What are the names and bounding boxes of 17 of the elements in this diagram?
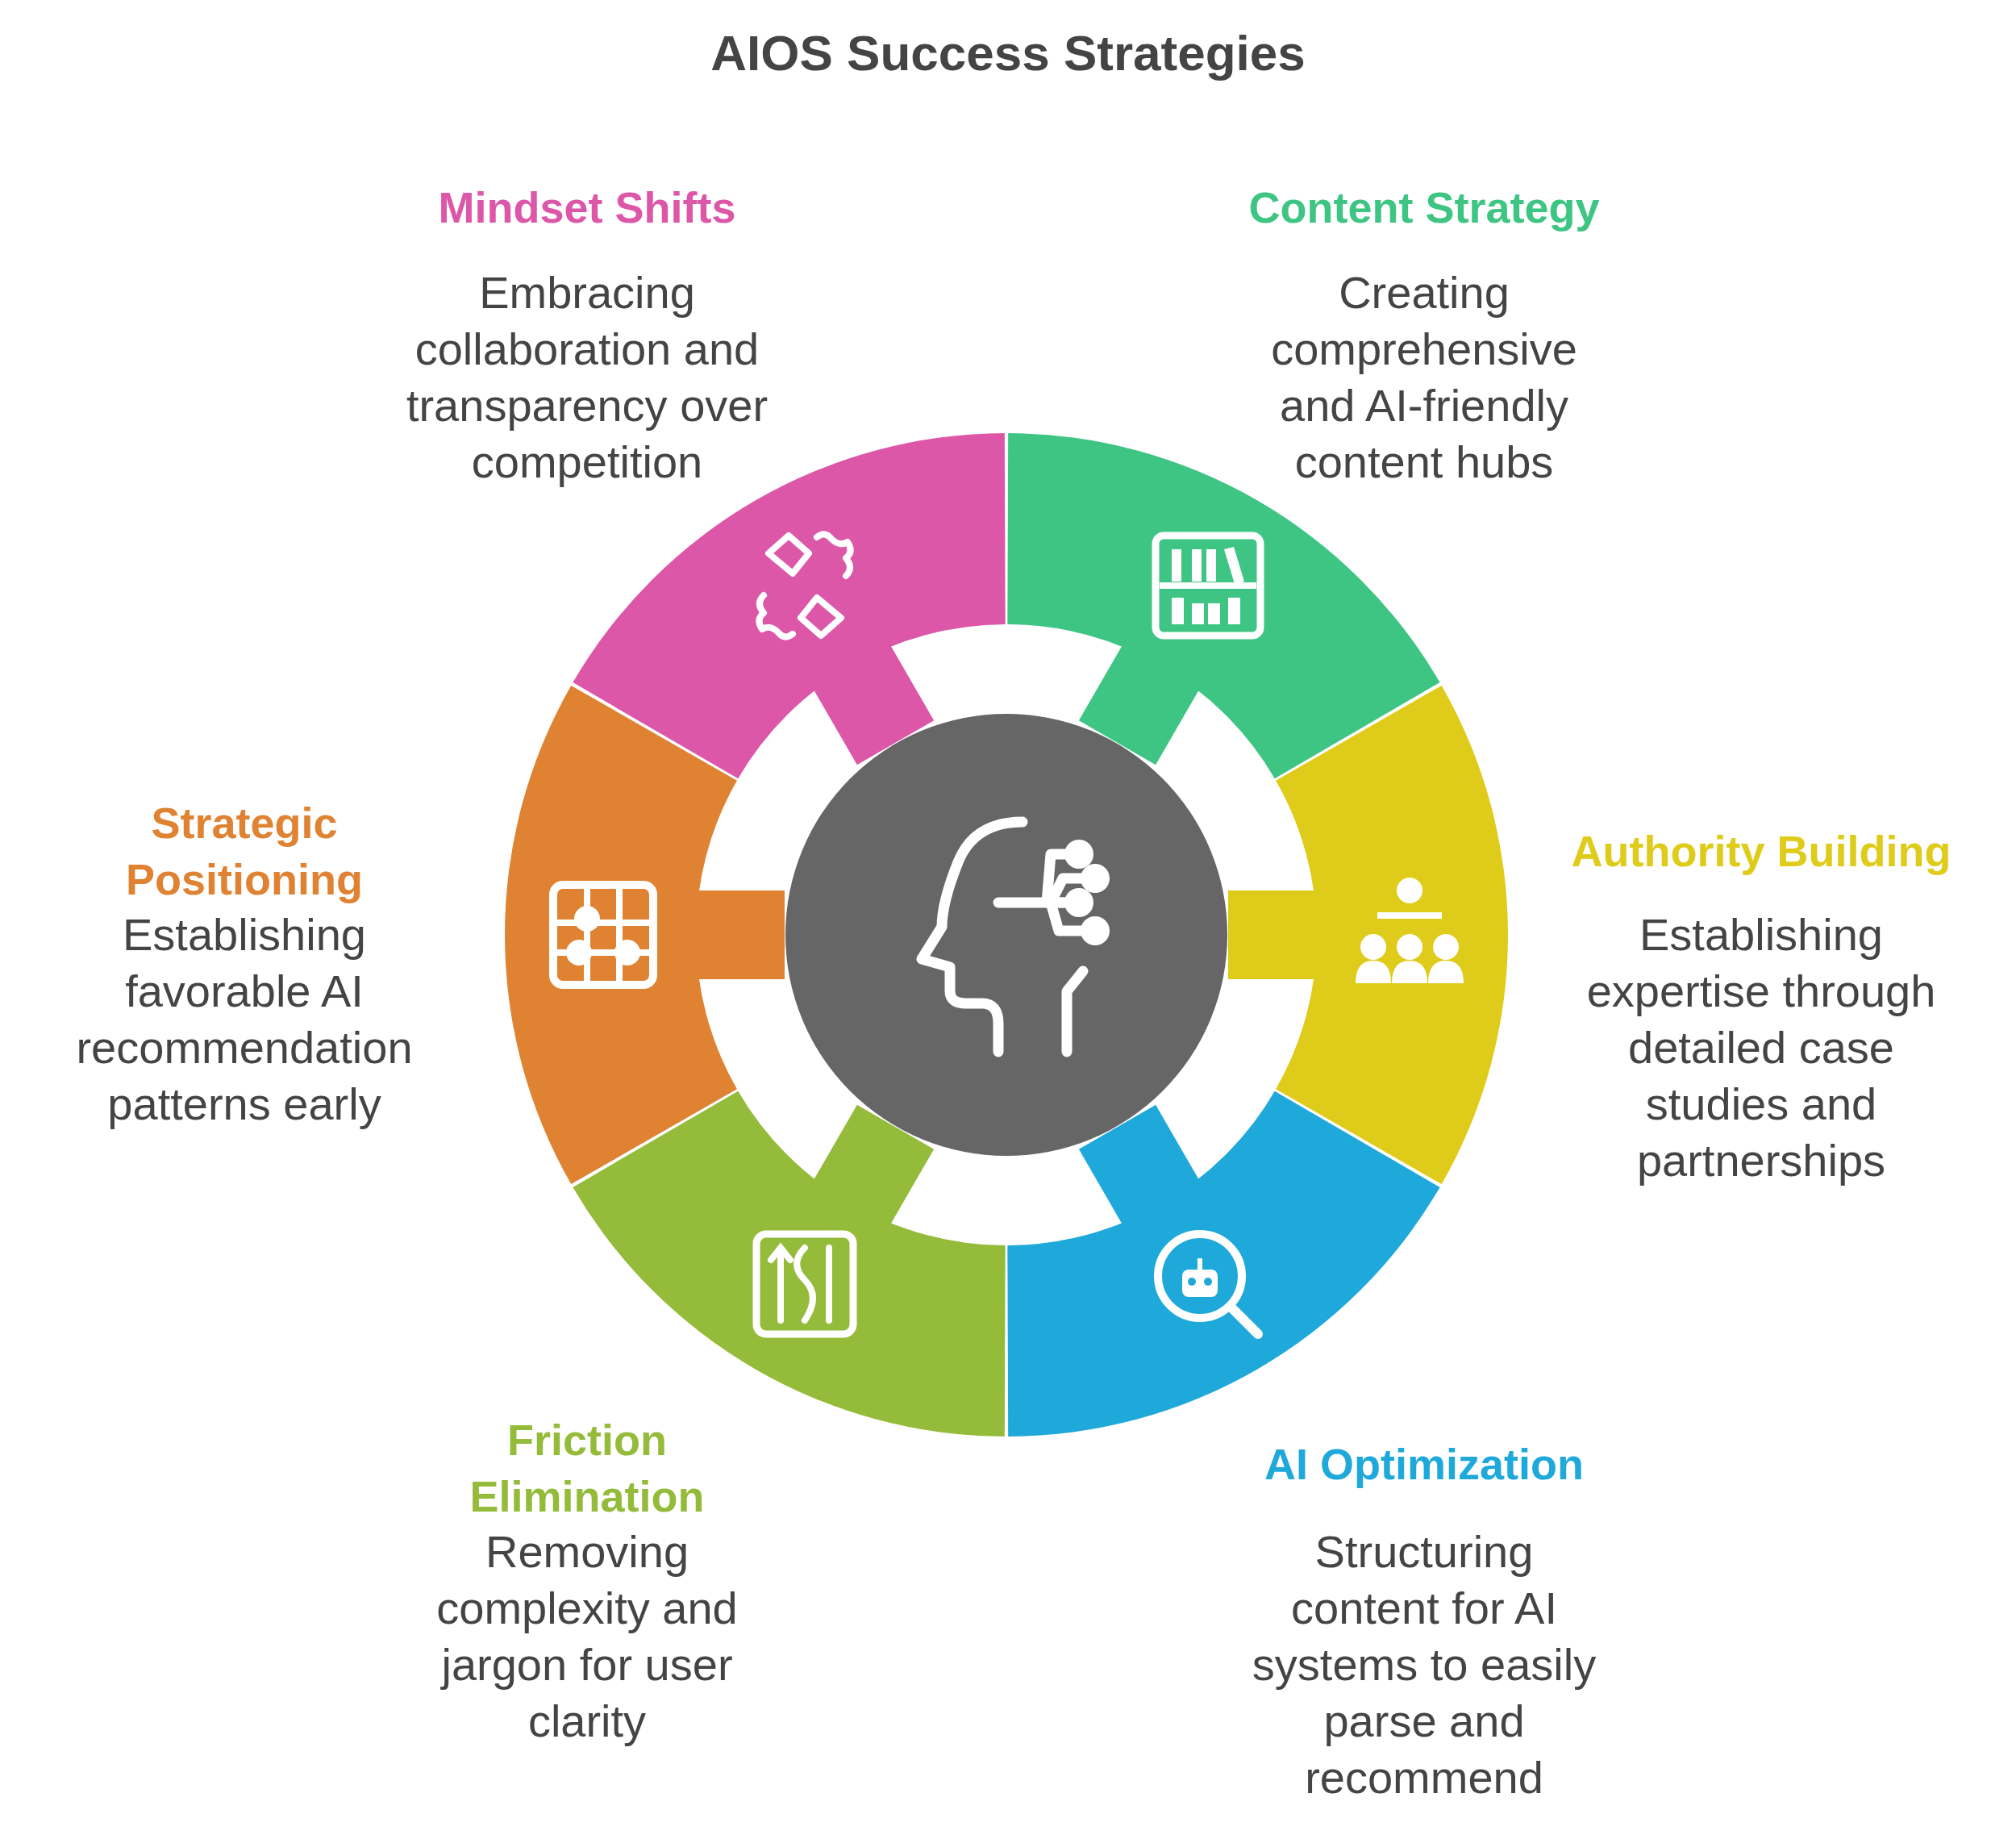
- ring-segment: [1007, 1091, 1440, 1437]
- segment-description: Creating comprehensive and AI-friendly content hubs: [1270, 266, 1578, 489]
- segment-description: Removing complexity and jargon for user clarity: [435, 1525, 739, 1748]
- segment-description: Establishing favorable AI recommendation patterns early: [75, 908, 414, 1131]
- segment-heading: Content Strategy: [1248, 182, 1601, 233]
- segment-heading: Authority Building: [1570, 826, 1952, 877]
- ring-segment: [506, 685, 785, 1185]
- segment-description: Establishing expertise through detailed case studies and partnerships: [1585, 908, 1937, 1187]
- diagram-title: AIOS Success Strategies: [710, 24, 1306, 81]
- center-circle: [785, 714, 1227, 1156]
- segment-heading: Friction Elimination: [469, 1415, 706, 1522]
- segment-description: Embracing collaboration and transparency over competition: [405, 266, 769, 489]
- segment-heading: Mindset Shifts: [437, 182, 737, 233]
- segment-description: Structuring content for AI systems to easily parse and recommend: [1251, 1525, 1597, 1804]
- segment-heading: Strategic Positioning: [125, 798, 364, 905]
- ring-segment: [1228, 685, 1507, 1185]
- segment-heading: AI Optimization: [1264, 1439, 1585, 1490]
